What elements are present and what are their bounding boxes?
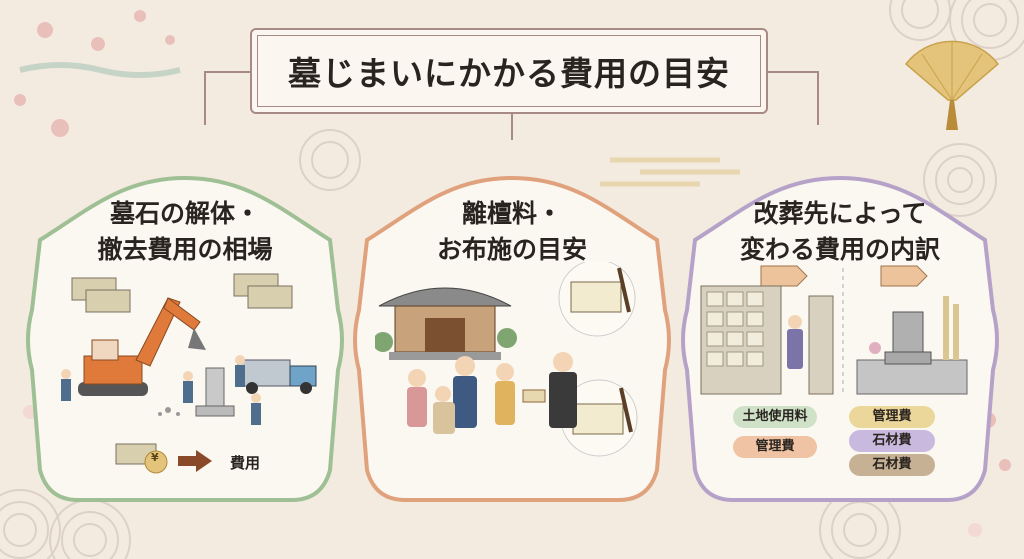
panel-reburial-cost: 改葬先によって 変わる費用の内訳 土地使用料 管理費 管理費: [673, 170, 1007, 508]
tag-label: 石材費: [872, 457, 912, 472]
panel-title-line: 離檀料・: [461, 199, 562, 228]
yen-coin-symbol: ¥: [151, 451, 159, 464]
tag-management-fee: 管理費: [733, 436, 817, 458]
temple-illustration: [375, 262, 638, 457]
tag-label: 管理費: [872, 409, 912, 424]
tag-label: 石材費: [872, 433, 912, 448]
panel-title-line: 変わる費用の内訳: [739, 235, 940, 264]
excavator-illustration: [61, 273, 317, 425]
panel-title-line: 撤去費用の相場: [97, 235, 273, 264]
tag-stone-fee: 石材費: [849, 454, 935, 476]
panel-title-line: お布施の目安: [436, 235, 587, 264]
panel-title: 離檀料・ お布施の目安: [345, 196, 679, 268]
panel-temple-fee: 離檀料・ お布施の目安: [345, 170, 679, 508]
panel-title: 墓石の解体・ 撤去費用の相場: [18, 196, 352, 268]
panel-title: 改葬先によって 変わる費用の内訳: [673, 196, 1007, 268]
panel-demolition: 墓石の解体・ 撤去費用の相場 ¥ 費用: [18, 170, 352, 508]
tag-label: 土地使用料: [742, 409, 808, 424]
main-title: 墓じまいにかかる費用の目安: [288, 54, 730, 93]
tag-management-fee: 管理費: [849, 406, 935, 428]
tag-stone-fee: 石材費: [849, 430, 935, 452]
grave-options-illustration: [700, 265, 968, 396]
panel-title-line: 墓石の解体・: [109, 199, 260, 228]
main-title-box: 墓じまいにかかる費用の目安: [250, 28, 768, 114]
panel-title-line: 改葬先によって: [753, 199, 927, 228]
tag-land-use-fee: 土地使用料: [733, 406, 817, 428]
panel-frame: [26, 175, 344, 502]
cost-arrow-illustration: [115, 443, 212, 474]
tag-label: 管理費: [755, 439, 795, 454]
cost-label: 費用: [230, 454, 261, 472]
